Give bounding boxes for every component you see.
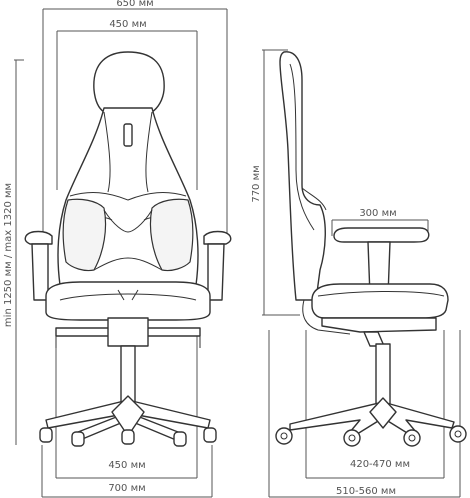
front-dimension-lines: [14, 8, 228, 498]
dimension-labels: 650 мм 450 мм min 1250 мм / max 1320 мм …: [3, 0, 410, 497]
front-casters: [39, 427, 217, 447]
label-front-height-range: min 1250 мм / max 1320 мм: [3, 183, 14, 327]
label-front-overall-width: 650 мм: [116, 0, 153, 9]
label-front-seat-width: 450 мм: [108, 460, 145, 471]
side-base: [289, 401, 455, 437]
label-side-overall-depth: 510-560 мм: [336, 486, 396, 497]
label-front-back-width: 450 мм: [109, 19, 146, 30]
side-armrest: [333, 227, 430, 243]
label-side-back-height: 770 мм: [251, 165, 262, 202]
side-view-chair: [275, 51, 467, 447]
label-side-seat-depth: 420-470 мм: [350, 459, 410, 470]
label-side-armrest-length: 300 мм: [359, 208, 396, 219]
front-headrest: [93, 51, 165, 113]
side-casters: [275, 425, 467, 447]
front-lumbar-right: [149, 198, 194, 272]
side-dimension-lines: [262, 49, 461, 498]
front-lumbar-left: [62, 198, 107, 272]
front-armrest-right: [203, 230, 232, 245]
front-view-chair: [24, 51, 232, 447]
label-front-base-width: 700 мм: [108, 483, 145, 494]
front-seat: [45, 281, 211, 321]
front-armrest-left: [24, 230, 53, 245]
side-seat: [311, 283, 449, 319]
side-backrest: [279, 51, 326, 301]
